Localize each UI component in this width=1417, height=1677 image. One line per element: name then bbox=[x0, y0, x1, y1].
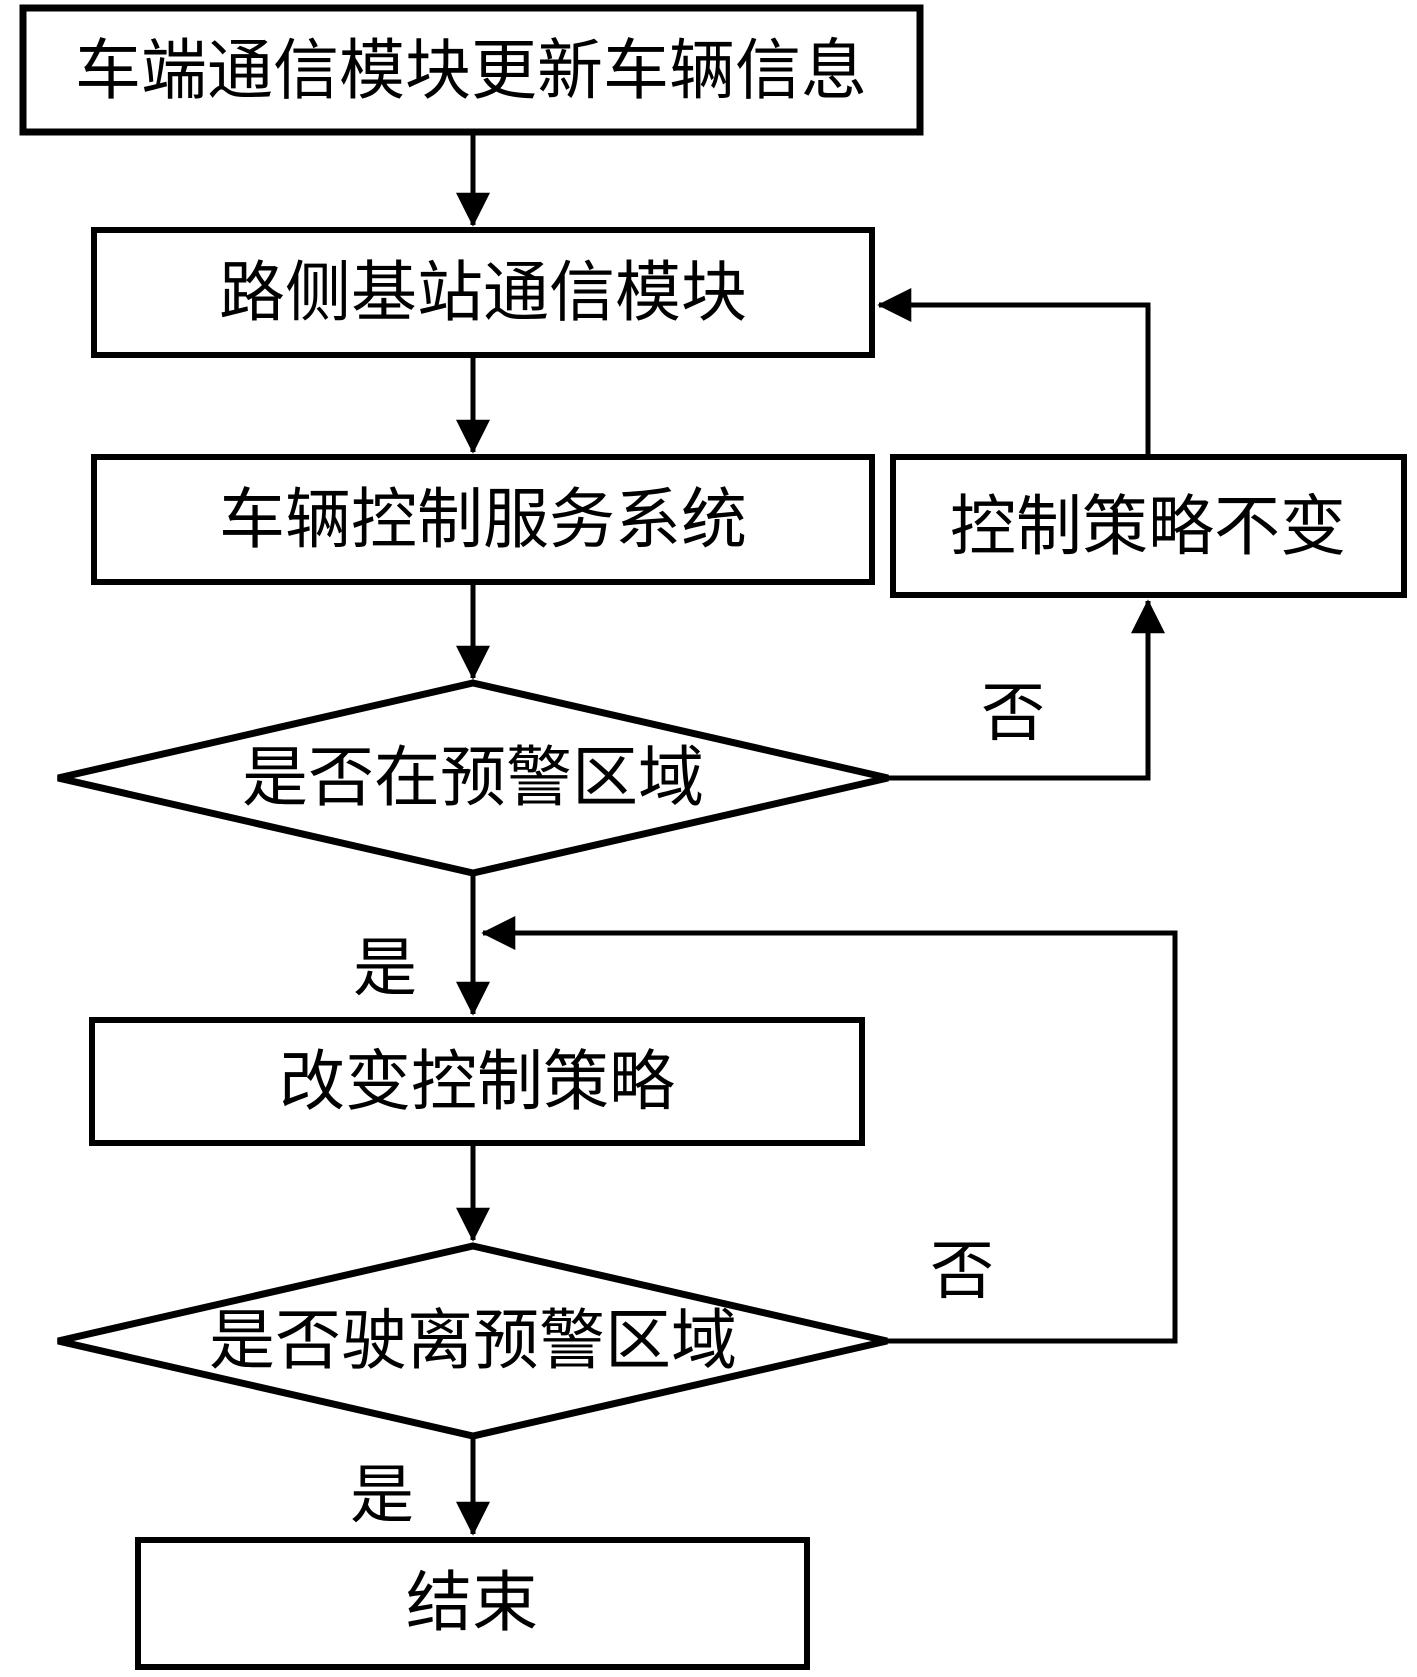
node-change-strategy-box bbox=[89, 1017, 865, 1146]
node-vehicle-control-service-box bbox=[91, 454, 875, 585]
edge-decision1-no-to-keep-strategy bbox=[888, 599, 1165, 781]
node-update-vehicle-info-label: 车端通信模块更新车辆信息 bbox=[75, 32, 867, 109]
node-decision-in-warning-area-label: 是否在预警区域 bbox=[242, 739, 704, 816]
node-change-strategy: 改变控制策略 bbox=[89, 1017, 865, 1146]
node-end-label: 结束 bbox=[406, 1564, 538, 1641]
node-roadside-station-box bbox=[91, 227, 875, 358]
edge-keep-strategy-to-roadside bbox=[877, 288, 1151, 457]
node-end-box bbox=[135, 1537, 810, 1670]
node-change-strategy-label: 改变控制策略 bbox=[279, 1043, 675, 1120]
edge-label-no-1: 否 bbox=[981, 677, 1045, 751]
node-keep-strategy: 控制策略不变 bbox=[890, 454, 1407, 598]
node-vehicle-control-service-label: 车辆控制服务系统 bbox=[219, 481, 747, 558]
node-roadside-station: 路侧基站通信模块 bbox=[91, 227, 875, 358]
node-decision-left-warning-area-label: 是否驶离预警区域 bbox=[209, 1302, 737, 1379]
node-vehicle-control-service: 车辆控制服务系统 bbox=[91, 454, 875, 585]
edge-label-yes-1: 是 bbox=[353, 932, 417, 1006]
edge-labels: 否 是 否 是 bbox=[350, 677, 1045, 1533]
edge-decision2-no-loop bbox=[481, 916, 1178, 1344]
node-decision-in-warning-area: 是否在预警区域 bbox=[57, 679, 889, 877]
edge-label-no-2: 否 bbox=[930, 1235, 994, 1309]
node-keep-strategy-box bbox=[890, 454, 1407, 598]
node-roadside-station-label: 路侧基站通信模块 bbox=[219, 254, 747, 331]
node-end: 结束 bbox=[135, 1537, 810, 1670]
edge-label-yes-2: 是 bbox=[350, 1459, 414, 1533]
node-update-vehicle-info-box bbox=[19, 4, 924, 136]
flow-edges bbox=[456, 134, 1178, 1536]
node-decision-left-warning-area: 是否驶离预警区域 bbox=[57, 1242, 888, 1440]
node-decision-in-warning-area-diamond bbox=[57, 679, 889, 877]
node-update-vehicle-info: 车端通信模块更新车辆信息 bbox=[19, 4, 924, 136]
node-decision-left-warning-area-diamond bbox=[57, 1242, 888, 1440]
node-keep-strategy-label: 控制策略不变 bbox=[950, 488, 1346, 565]
